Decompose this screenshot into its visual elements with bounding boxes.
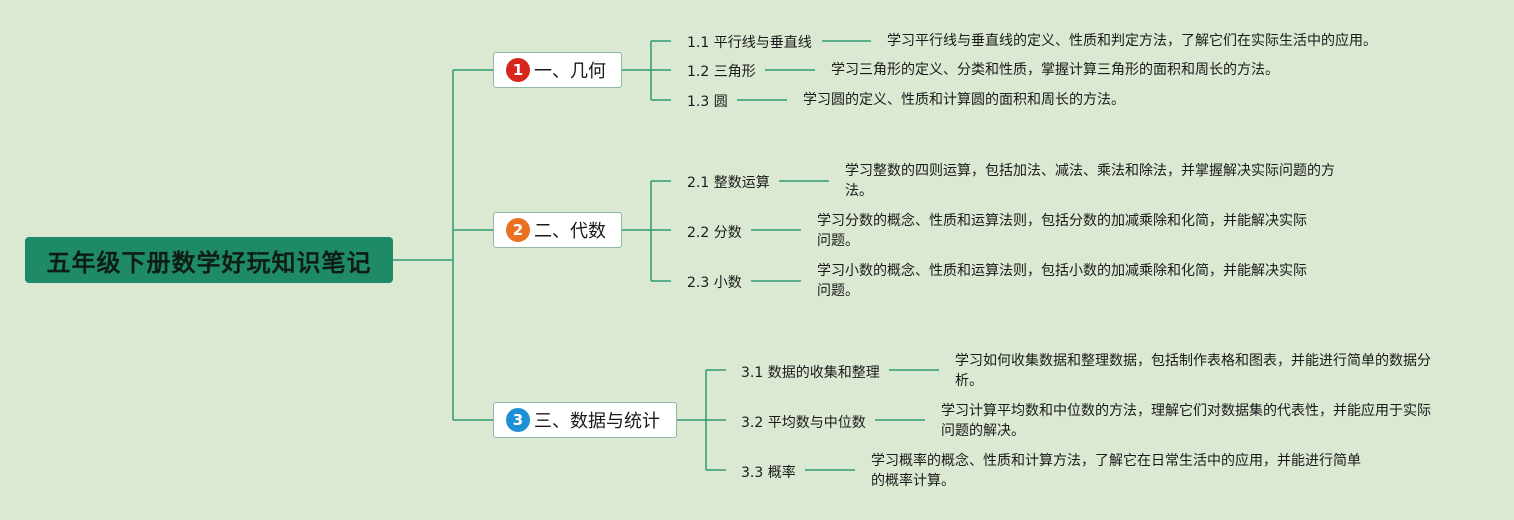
subtopic-2-1[interactable]: 2.1 整数运算 [687, 175, 770, 191]
subtopic-1-2[interactable]: 1.2 三角形 [687, 64, 756, 80]
number-3-icon: 3 [506, 408, 530, 432]
number-2-icon: 2 [506, 218, 530, 242]
description-2-2: 学习分数的概念、性质和运算法则，包括分数的加减乘除和化简，并能解决实际问题。 [817, 213, 1307, 249]
description-2-3: 学习小数的概念、性质和运算法则，包括小数的加减乘除和化简，并能解决实际问题。 [817, 263, 1307, 299]
subtopic-2-2[interactable]: 2.2 分数 [687, 225, 742, 241]
description-1-1: 学习平行线与垂直线的定义、性质和判定方法，了解它们在实际生活中的应用。 [887, 33, 1377, 49]
subtopic-3-3[interactable]: 3.3 概率 [741, 465, 796, 481]
subtopic-1-3[interactable]: 1.3 圆 [687, 94, 728, 110]
subtopic-2-3[interactable]: 2.3 小数 [687, 275, 742, 291]
branch-data-statistics[interactable]: 3 三、数据与统计 [493, 402, 677, 438]
description-3-2: 学习计算平均数和中位数的方法，理解它们对数据集的代表性，并能应用于实际问题的解决… [941, 403, 1431, 439]
description-3-1: 学习如何收集数据和整理数据，包括制作表格和图表，并能进行简单的数据分析。 [955, 353, 1431, 389]
description-2-1: 学习整数的四则运算，包括加法、减法、乘法和除法，并掌握解决实际问题的方法。 [845, 163, 1335, 199]
branch-label: 一、几何 [534, 61, 606, 82]
branch-label: 二、代数 [534, 221, 606, 242]
subtopic-1-1[interactable]: 1.1 平行线与垂直线 [687, 35, 812, 51]
subtopic-3-2[interactable]: 3.2 平均数与中位数 [741, 415, 866, 431]
description-3-3: 学习概率的概念、性质和计算方法，了解它在日常生活中的应用，并能进行简单的概率计算… [871, 453, 1361, 489]
root-topic[interactable]: 五年级下册数学好玩知识笔记 [25, 237, 393, 283]
branch-label: 三、数据与统计 [534, 411, 660, 432]
branch-algebra[interactable]: 2 二、代数 [493, 212, 622, 248]
root-title: 五年级下册数学好玩知识笔记 [46, 248, 372, 277]
branch-geometry[interactable]: 1 一、几何 [493, 52, 622, 88]
description-1-2: 学习三角形的定义、分类和性质，掌握计算三角形的面积和周长的方法。 [831, 62, 1279, 78]
description-1-3: 学习圆的定义、性质和计算圆的面积和周长的方法。 [803, 92, 1125, 108]
number-1-icon: 1 [506, 58, 530, 82]
subtopic-3-1[interactable]: 3.1 数据的收集和整理 [741, 365, 880, 381]
